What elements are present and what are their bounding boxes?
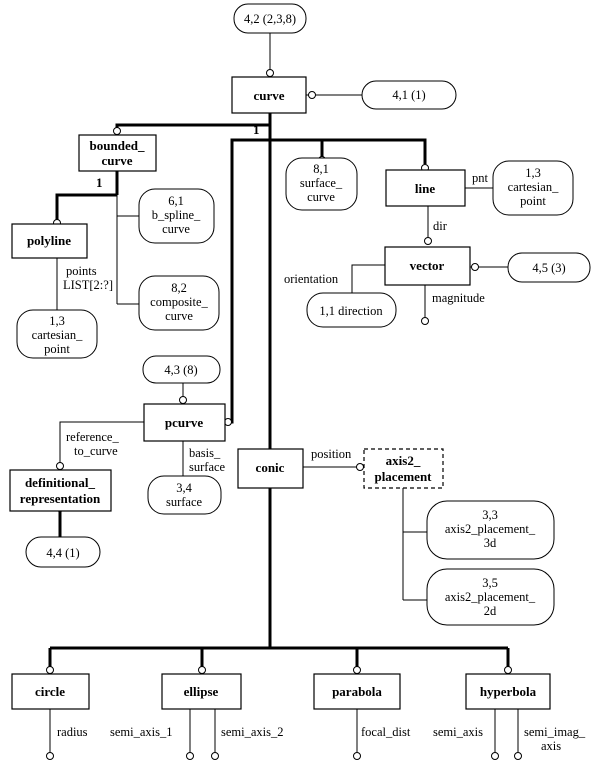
ref-b-spline-line3: curve [162, 222, 190, 236]
ref-composite-line3: curve [165, 309, 193, 323]
label-semi-imag-axis-line2: axis [541, 739, 561, 753]
ref-composite-line1: 8,2 [171, 281, 187, 295]
connectors [46, 33, 522, 760]
ref-line-pnt-line1: 1,3 [525, 166, 541, 180]
ref-axis2-3d-line3: 3d [484, 536, 497, 550]
ref-axis2-2d-line3: 2d [484, 604, 497, 618]
label-basis-surface-line1: basis_ [189, 446, 221, 460]
ref-surface-curve-line1: 8,1 [313, 162, 329, 176]
ref-def-rep: 4,4 (1) [25, 536, 101, 568]
entity-pcurve-label: pcurve [165, 415, 204, 430]
ref-surface: 3,4 surface [147, 475, 222, 515]
ref-axis2-2d-line2: axis2_placement_ [445, 590, 536, 604]
label-points-line1: points [66, 264, 97, 278]
label-position: position [311, 447, 352, 461]
ref-line-pnt: 1,3 cartesian_ point [492, 160, 574, 216]
label-semi-axis-1: semi_axis_1 [110, 725, 173, 739]
label-semi-axis: semi_axis [433, 725, 483, 739]
ref-top: 4,2 (2,3,8) [233, 3, 307, 34]
ref-pcurve-label: 4,3 (8) [164, 363, 197, 377]
entity-axis2-placement-line2: placement [374, 469, 432, 484]
label-basis-surface-line2: surface [189, 460, 226, 474]
label-reference-to-curve-line2: to_curve [74, 444, 118, 458]
entity-def-rep-line2: representation [20, 491, 101, 506]
ref-surface-line1: 3,4 [176, 481, 192, 495]
label-orientation: orientation [284, 272, 339, 286]
ref-curve-right-label: 4,1 (1) [392, 88, 425, 102]
label-points-line2: LIST[2:?] [63, 278, 113, 292]
label-reference-to-curve-line1: reference_ [66, 430, 119, 444]
ref-surface-curve-line2: surface_ [300, 176, 343, 190]
ref-axis2-3d-line2: axis2_placement_ [445, 522, 536, 536]
label-dir: dir [433, 219, 448, 233]
entity-ellipse: ellipse [161, 673, 242, 710]
ref-axis2-2d-line1: 3,5 [482, 576, 498, 590]
entity-line: line [385, 169, 466, 207]
ref-curve-right: 4,1 (1) [361, 80, 457, 110]
entity-line-label: line [415, 181, 435, 196]
entity-bounded-curve-line1: bounded_ [90, 138, 145, 153]
ref-axis2-2d: 3,5 axis2_placement_ 2d [426, 568, 555, 626]
entity-ellipse-label: ellipse [184, 684, 219, 699]
entity-curve: curve [231, 76, 307, 114]
entity-polyline-label: polyline [27, 233, 71, 248]
ref-composite-curve: 8,2 composite_ curve [138, 275, 220, 331]
entity-conic-label: conic [256, 460, 285, 475]
ref-direction: 1,1 direction [306, 292, 397, 328]
label-magnitude: magnitude [432, 291, 485, 305]
ref-polyline-points-line3: point [44, 342, 70, 356]
ref-line-pnt-line3: point [520, 194, 546, 208]
ref-b-spline-line1: 6,1 [168, 194, 184, 208]
entity-vector: vector [384, 246, 471, 286]
entity-vector-label: vector [410, 258, 445, 273]
ref-top-label: 4,2 (2,3,8) [244, 12, 296, 26]
entity-bounded-curve-line2: curve [101, 153, 132, 168]
ref-surface-curve-line3: curve [307, 190, 335, 204]
entity-axis2-placement: axis2_ placement [363, 448, 444, 489]
entity-bounded-curve: bounded_ curve [78, 134, 157, 172]
entity-hyperbola: hyperbola [465, 673, 551, 710]
label-pnt: pnt [472, 171, 489, 185]
ref-axis2-3d: 3,3 axis2_placement_ 3d [426, 500, 555, 560]
ref-b-spline-curve: 6,1 b_spline_ curve [138, 188, 215, 244]
entity-circle-label: circle [35, 684, 65, 699]
label-semi-imag-axis-line1: semi_imag_ [524, 725, 586, 739]
ref-vector: 4,5 (3) [507, 252, 591, 283]
ref-polyline-points: 1,3 cartesian_ point [16, 309, 98, 359]
label-one-bounded: 1 [96, 175, 103, 190]
entity-definitional-representation: definitional_ representation [9, 469, 112, 512]
ref-composite-line2: composite_ [150, 295, 208, 309]
ref-surface-curve: 8,1 surface_ curve [285, 157, 358, 211]
ref-def-rep-label: 4,4 (1) [46, 546, 79, 560]
ref-direction-label: 1,1 direction [319, 304, 383, 318]
ref-b-spline-line2: b_spline_ [152, 208, 201, 222]
ref-pcurve: 4,3 (8) [142, 355, 221, 384]
entity-conic: conic [237, 448, 304, 489]
label-focal-dist: focal_dist [361, 725, 411, 739]
ref-polyline-points-line2: cartesian_ [32, 328, 83, 342]
entity-polyline: polyline [11, 223, 88, 259]
entity-circle: circle [11, 673, 90, 710]
entity-hyperbola-label: hyperbola [480, 684, 537, 699]
label-one-curve: 1 [253, 122, 260, 137]
label-radius: radius [57, 725, 88, 739]
ref-surface-line2: surface [166, 495, 203, 509]
entity-curve-label: curve [253, 88, 284, 103]
ref-polyline-points-line1: 1,3 [49, 314, 65, 328]
ref-axis2-3d-line1: 3,3 [482, 508, 498, 522]
entity-parabola-label: parabola [332, 684, 382, 699]
labels: 1 1 pnt dir orientation magnitude points… [57, 122, 586, 753]
entity-axis2-placement-line1: axis2_ [386, 453, 421, 468]
label-semi-axis-2: semi_axis_2 [221, 725, 284, 739]
ref-line-pnt-line2: cartesian_ [508, 180, 559, 194]
entity-pcurve: pcurve [143, 403, 226, 442]
entity-parabola: parabola [313, 673, 401, 710]
ref-vector-label: 4,5 (3) [532, 261, 565, 275]
entity-def-rep-line1: definitional_ [25, 475, 96, 490]
